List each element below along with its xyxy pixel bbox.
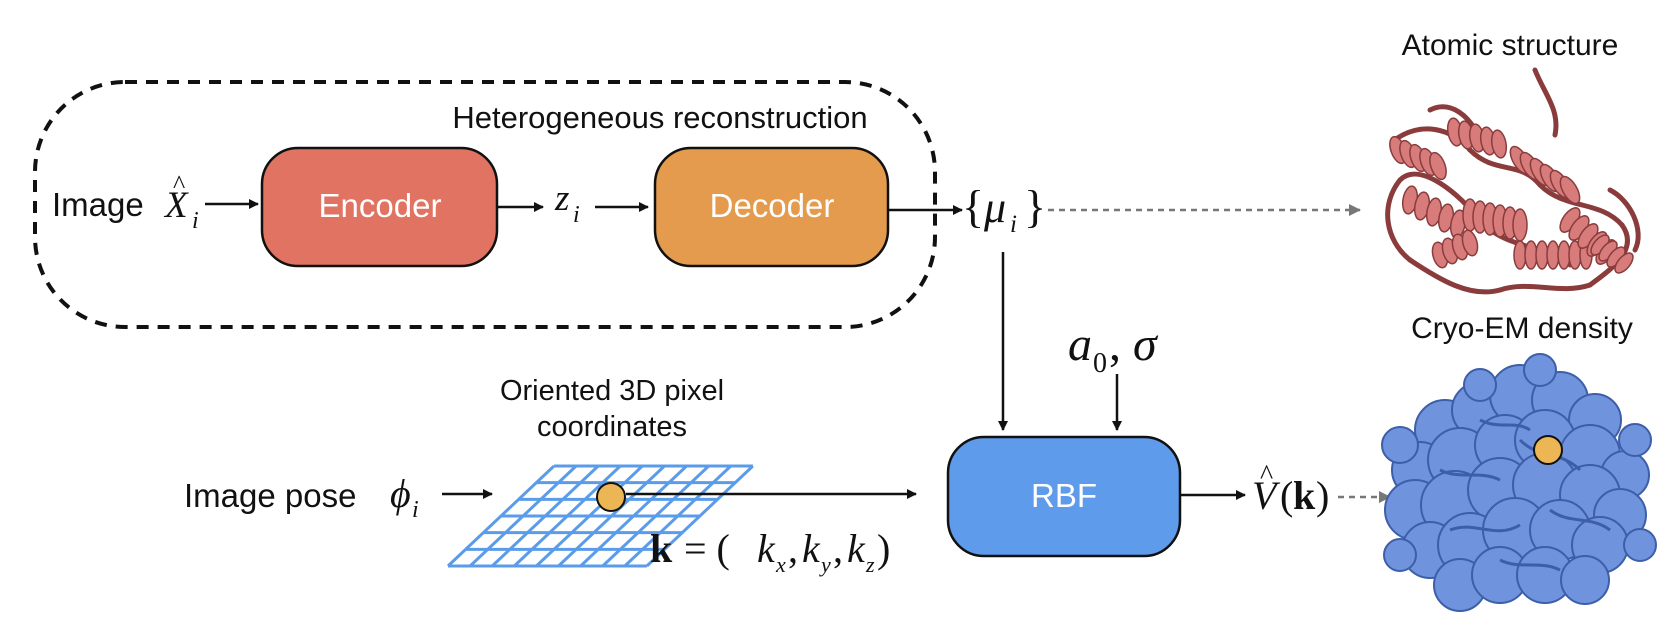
svg-text:μ: μ: [983, 183, 1006, 232]
svg-text:,: ,: [1109, 318, 1121, 371]
k-vector-equation: k = ( k x , k y , k z ): [650, 526, 890, 577]
svg-text:Image pose: Image pose: [184, 477, 356, 514]
density-lobe: [1560, 555, 1610, 605]
svg-text:): ): [1316, 473, 1329, 518]
svg-text:^: ^: [1260, 460, 1273, 491]
density-sample-point: [1533, 435, 1563, 465]
svg-text:x: x: [775, 552, 786, 577]
protein-backbone: [1407, 257, 1503, 295]
protein-backbone: [1385, 177, 1413, 263]
output-volume: V ^ ( k ): [1252, 460, 1329, 518]
svg-text:i: i: [412, 497, 419, 523]
helix-turn: [1559, 175, 1581, 205]
decoder-label: Decoder: [710, 187, 835, 224]
svg-text:a: a: [1068, 318, 1092, 371]
group-label: Heterogeneous reconstruction: [452, 100, 867, 135]
svg-text:^: ^: [173, 170, 185, 199]
helix-turn: [1513, 240, 1527, 270]
svg-text:i: i: [573, 202, 580, 228]
protein-backbone: [1532, 67, 1559, 138]
svg-text:k: k: [650, 526, 673, 571]
svg-text:ϕ: ϕ: [390, 471, 411, 516]
svg-text:i: i: [1010, 211, 1017, 238]
svg-text:V: V: [1252, 473, 1281, 518]
svg-text:z: z: [554, 178, 569, 219]
svg-text:): ): [877, 526, 890, 571]
helix-turn: [1461, 229, 1479, 257]
cryo-em-density-title: Cryo-EM density: [1411, 312, 1633, 345]
svg-text:}: }: [1024, 181, 1046, 232]
helix-turn: [1614, 252, 1634, 274]
atomic-structure-image: [1385, 67, 1641, 295]
density-lobe: [1381, 426, 1419, 464]
atomic-structure-title: Atomic structure: [1402, 29, 1619, 62]
svg-text:k: k: [802, 526, 821, 571]
rbf-label: RBF: [1031, 477, 1097, 514]
svg-text:k: k: [1293, 473, 1316, 518]
heterogeneous-reconstruction-group: [33, 80, 937, 329]
svg-text:Image: Image: [52, 186, 144, 223]
density-lobe: [1623, 528, 1657, 562]
density-lobe: [1523, 353, 1557, 387]
helix-turn: [1546, 240, 1560, 270]
decoder-box: [653, 146, 890, 268]
svg-text:z: z: [865, 552, 875, 577]
rbf-box: [946, 435, 1182, 558]
svg-text:X: X: [163, 185, 189, 226]
svg-text:k: k: [847, 526, 866, 571]
density-groove: [1449, 523, 1521, 533]
helix-turn: [1512, 208, 1528, 242]
svg-text:σ: σ: [1133, 318, 1159, 371]
grid-sample-point: [596, 482, 626, 512]
gaussian-centers: { μ i }: [962, 181, 1046, 238]
svg-text:k: k: [757, 526, 776, 571]
svg-text:,: ,: [788, 526, 798, 571]
oriented-pixel-grid: [446, 464, 754, 568]
density-groove: [1439, 468, 1501, 482]
protein-backbone: [1497, 282, 1593, 293]
density-lobe: [1383, 538, 1417, 572]
protein-backbone: [1607, 187, 1641, 253]
helix-turn: [1535, 240, 1549, 270]
protein-backbone: [1537, 182, 1625, 228]
svg-text:i: i: [192, 208, 199, 234]
svg-text:0: 0: [1093, 348, 1107, 379]
helix-turn: [1524, 240, 1538, 270]
cryo-em-density-image: [1381, 353, 1657, 612]
svg-text:y: y: [819, 552, 831, 577]
image-pose-label: Image pose ϕ i: [184, 471, 419, 523]
density-lobe: [1618, 423, 1652, 457]
density-groove: [1479, 418, 1531, 432]
grid-title-line2: coordinates: [537, 411, 687, 443]
svg-text:,: ,: [833, 526, 843, 571]
encoder-label: Encoder: [319, 187, 442, 224]
grid-title-line1: Oriented 3D pixel: [500, 375, 724, 407]
helix-turn: [1490, 129, 1508, 159]
svg-text:{: {: [962, 181, 984, 232]
svg-text:= (: = (: [674, 526, 730, 571]
density-lobe: [1463, 368, 1497, 402]
rbf-parameters: a 0 , σ: [1068, 318, 1159, 379]
density-groove: [1549, 508, 1611, 532]
helix-turn: [1557, 240, 1571, 270]
input-image-label: Image X ^ i: [52, 170, 199, 234]
latent-variable: z i: [554, 178, 580, 228]
density-groove: [1499, 558, 1561, 572]
helix-turn: [1429, 151, 1447, 181]
svg-text:(: (: [1280, 473, 1293, 518]
